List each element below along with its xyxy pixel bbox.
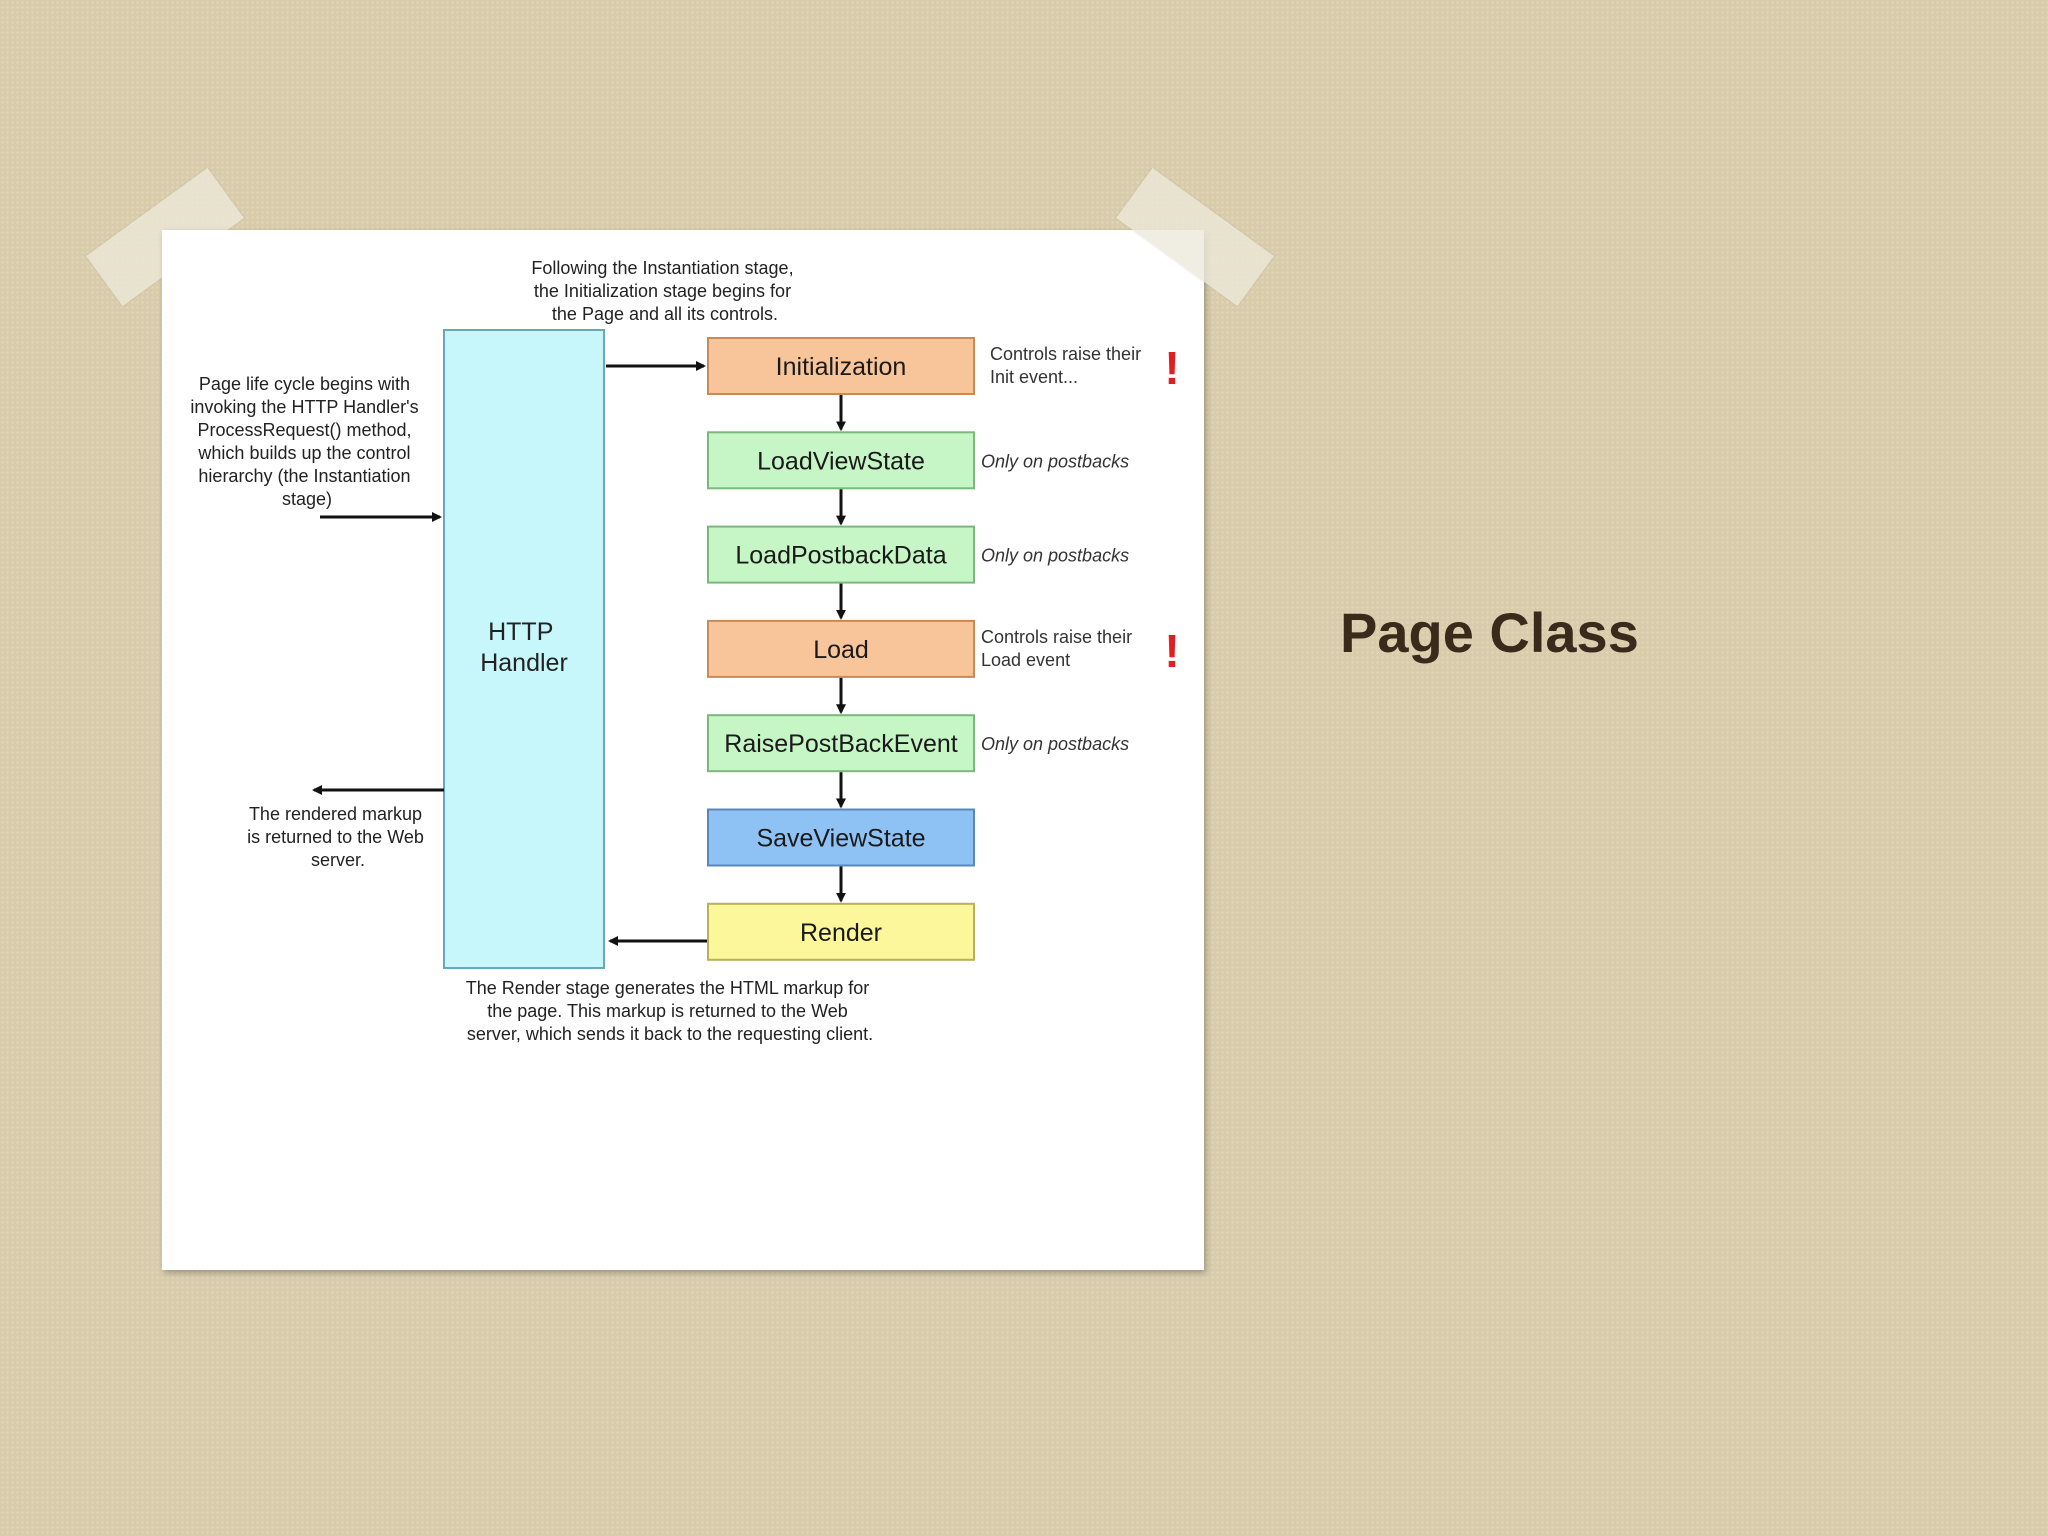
stage-label-raisepostbackevent: RaisePostBackEvent: [724, 730, 958, 758]
bottom-note-line: server, which sends it back to the reque…: [467, 1024, 873, 1044]
stage-note-line: Controls raise their: [990, 344, 1141, 364]
top-note-line: the Initialization stage begins for: [534, 281, 791, 301]
stage-box-render: [707, 902, 975, 961]
http-handler-box: [443, 329, 605, 969]
stage-note-line: Load event: [981, 650, 1070, 670]
stage-note-raisepostbackevent: Only on postbacks: [981, 734, 1129, 754]
http-handler-label: HTTP Handler: [480, 618, 568, 677]
left-note-line: Page life cycle begins with: [199, 374, 410, 394]
return-note-line: The rendered markup: [249, 804, 422, 824]
http-handler-label-line: HTTP: [488, 618, 553, 646]
stage-box-load: [707, 619, 975, 678]
stage-note-line: Init event...: [990, 367, 1078, 387]
stage-label-initialization: Initialization: [776, 353, 907, 381]
bottom-note-line: The Render stage generates the HTML mark…: [466, 978, 870, 998]
http-handler-label-line: Handler: [480, 649, 568, 677]
stage-note-line: Only on postbacks: [981, 546, 1129, 566]
stage-box-saveviewstate: [707, 808, 975, 867]
left-note: Page life cycle begins with invoking the…: [190, 374, 423, 509]
bottom-note: The Render stage generates the HTML mark…: [466, 978, 875, 1044]
stage-note-loadpostbackdata: Only on postbacks: [981, 546, 1129, 566]
left-note-line: ProcessRequest() method,: [197, 420, 411, 440]
left-note-line: which builds up the control: [197, 443, 410, 463]
bottom-note-line: the page. This markup is returned to the…: [487, 1001, 848, 1021]
stage-label-render: Render: [800, 919, 882, 947]
stage-note-loadviewstate: Only on postbacks: [981, 451, 1129, 471]
stage-label-loadpostbackdata: LoadPostbackData: [735, 542, 946, 570]
stage-label-loadviewstate: LoadViewState: [757, 447, 925, 475]
left-note-line: hierarchy (the Instantiation: [198, 466, 410, 486]
stage-box-loadpostbackdata: [707, 525, 975, 584]
top-note-line: Following the Instantiation stage,: [531, 258, 793, 278]
top-note-line: the Page and all its controls.: [552, 304, 778, 324]
warning-icon: !: [1164, 342, 1179, 394]
slide-title: Page Class: [1340, 601, 1639, 664]
stage-box-loadviewstate: [707, 431, 975, 490]
left-note-line: invoking the HTTP Handler's: [190, 397, 418, 417]
return-note-line: is returned to the Web: [247, 827, 424, 847]
stage-label-load: Load: [813, 636, 869, 664]
left-note-line: stage): [282, 489, 332, 509]
warning-icon: !: [1164, 625, 1179, 677]
stage-note-line: Only on postbacks: [981, 451, 1129, 471]
stage-box-initialization: [707, 337, 975, 395]
return-note: The rendered markup is returned to the W…: [247, 804, 429, 870]
return-note-line: server.: [311, 850, 365, 870]
stage-box-raisepostbackevent: [707, 714, 975, 773]
paper-sheet: [162, 230, 1204, 1270]
stage-note-line: Only on postbacks: [981, 734, 1129, 754]
stage-label-saveviewstate: SaveViewState: [756, 825, 925, 853]
stage-note-line: Controls raise their: [981, 627, 1132, 647]
top-note: Following the Instantiation stage, the I…: [531, 258, 798, 324]
